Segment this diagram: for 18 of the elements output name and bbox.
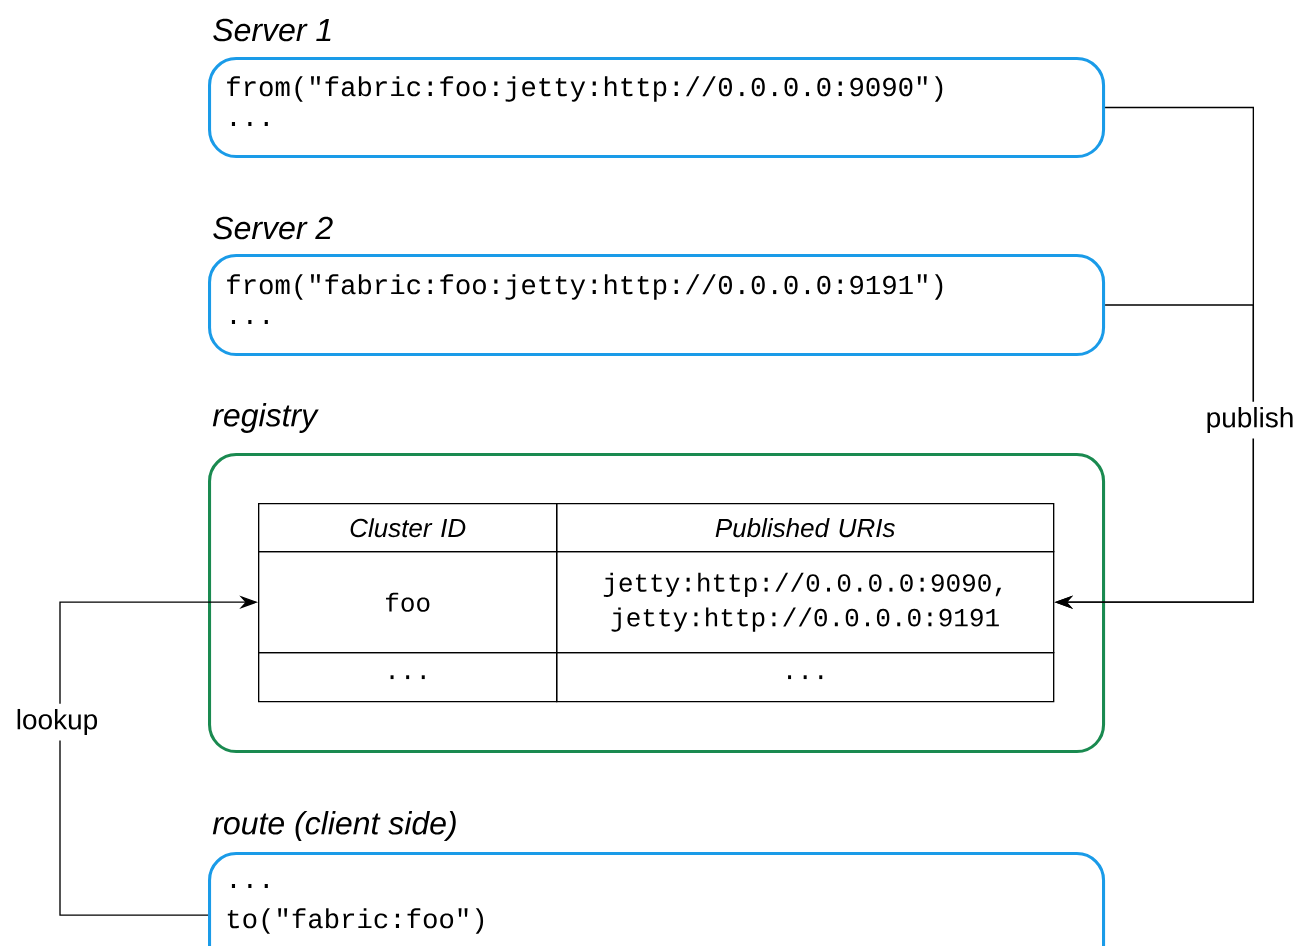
edge-label: lookup xyxy=(10,703,104,741)
table-cell: ... xyxy=(556,652,1055,703)
code-line: ... xyxy=(231,884,268,888)
box-heading: Server 2 xyxy=(213,216,333,240)
code-line: ... xyxy=(231,122,268,126)
table-cell: foo xyxy=(258,551,558,654)
table-cell: jetty:http://0.0.0.0:9090, jetty:http://0.0.0.0:9191 xyxy=(556,551,1055,654)
box-heading: route (client side) xyxy=(212,811,456,841)
code-line: from("fabric:foo:jetty:http://0.0.0.0:9090") xyxy=(227,76,943,102)
table-cell: ... xyxy=(258,652,558,703)
table-cell: Published URIs xyxy=(556,503,1055,553)
box-heading: registry xyxy=(212,403,319,433)
box-heading: Server 1 xyxy=(213,18,331,42)
edge-label: publish xyxy=(1200,401,1300,439)
code-line: from("fabric:foo:jetty:http://0.0.0.0:9191") xyxy=(227,274,943,300)
code-line: to("fabric:foo") xyxy=(227,908,484,934)
code-line: ... xyxy=(231,320,268,324)
table-cell: Cluster ID xyxy=(258,503,558,553)
